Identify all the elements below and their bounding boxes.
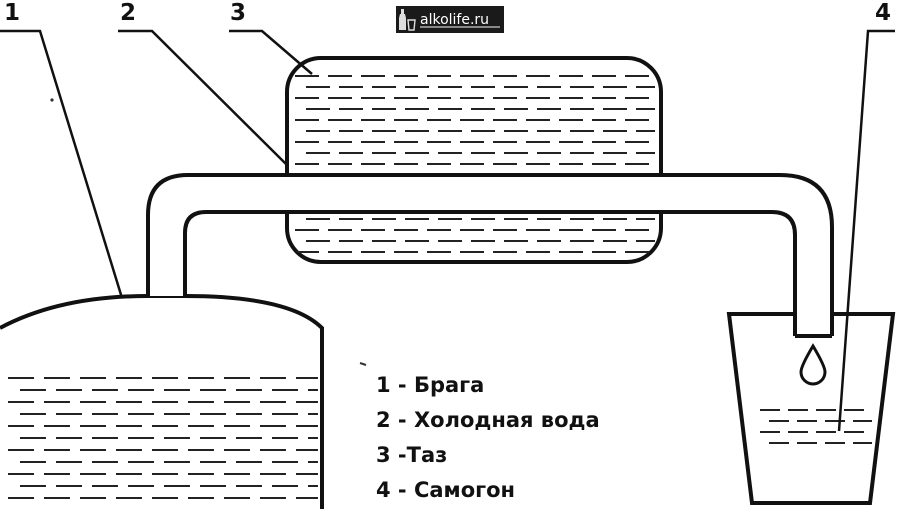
condenser-tube [146,173,834,338]
stray-dot [50,98,54,102]
bottle-glass-logo-icon [399,9,416,31]
callout-number-1: 1 [4,0,21,26]
droplet-icon [799,343,827,386]
callout-number-3: 3 [230,0,247,26]
basin-tub [285,56,663,264]
legend-item-cold-water: 2 - Холодная вода [376,408,600,432]
leader-line-2 [118,29,289,167]
brew-liquid-lines [8,377,318,499]
leader-line-4 [837,29,895,432]
legend: 1 - Брага 2 - Холодная вода 3 -Таз 4 - С… [376,368,600,508]
leader-lines [0,29,895,432]
leader-line-1 [0,29,124,299]
callout-number-2: 2 [120,0,137,26]
watermark-text: alkolife.ru [420,11,490,28]
leader-line-3 [229,29,313,75]
legend-item-moonshine: 4 - Самогон [376,478,516,502]
stray-mark [359,362,367,366]
callout-number-4: 4 [875,0,892,26]
collection-cup [726,312,896,505]
brew-flask [0,294,324,509]
legend-item-brew: 1 - Брага [376,373,485,397]
legend-item-basin: 3 -Таз [376,443,448,467]
watermark: alkolife.ru [396,6,504,33]
distillate-lines [760,409,872,444]
watermark-tagline-bar [420,26,500,28]
